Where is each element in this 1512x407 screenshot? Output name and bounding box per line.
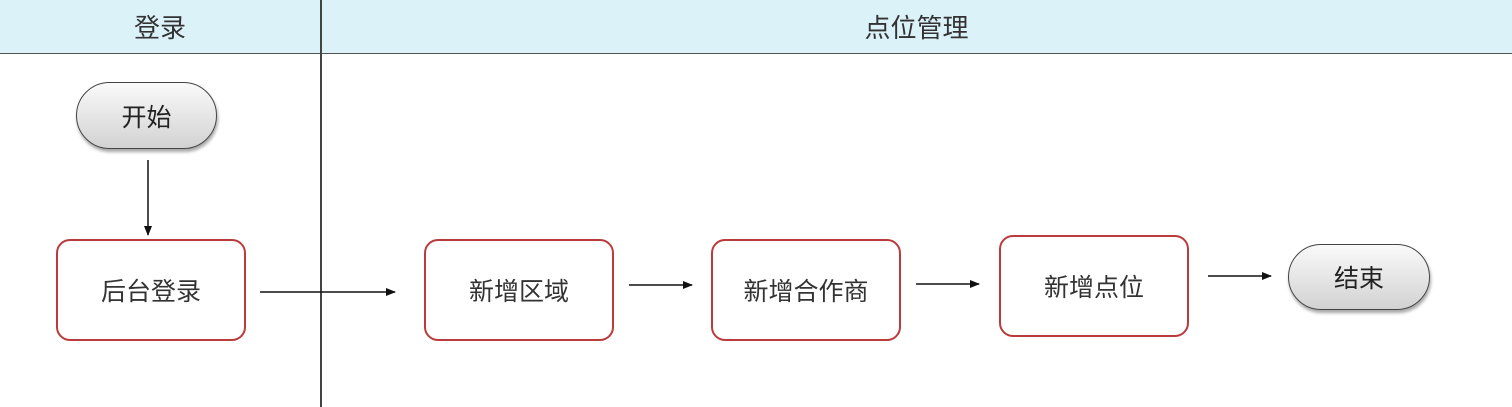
backend-login-node: 后台登录: [56, 239, 246, 341]
end-node-label: 结束: [1333, 264, 1384, 293]
lane-title-login: 登录: [133, 14, 186, 44]
lane-header-login: 登录: [0, 0, 320, 54]
add-area-node: 新增区域: [424, 239, 614, 341]
end-node: 结束: [1288, 244, 1430, 310]
add-point-node: 新增点位: [999, 235, 1189, 337]
lane-title-point-management: 点位管理: [864, 14, 969, 44]
add-partner-label: 新增合作商: [743, 277, 869, 306]
start-node-label: 开始: [121, 102, 172, 132]
lane-divider: [320, 0, 322, 407]
add-area-label: 新增区域: [468, 277, 569, 306]
add-point-label: 新增点位: [1043, 273, 1144, 302]
lane-header-point-management: 点位管理: [321, 0, 1512, 54]
start-node: 开始: [76, 82, 217, 149]
backend-login-label: 后台登录: [100, 277, 201, 306]
add-partner-node: 新增合作商: [711, 239, 901, 341]
